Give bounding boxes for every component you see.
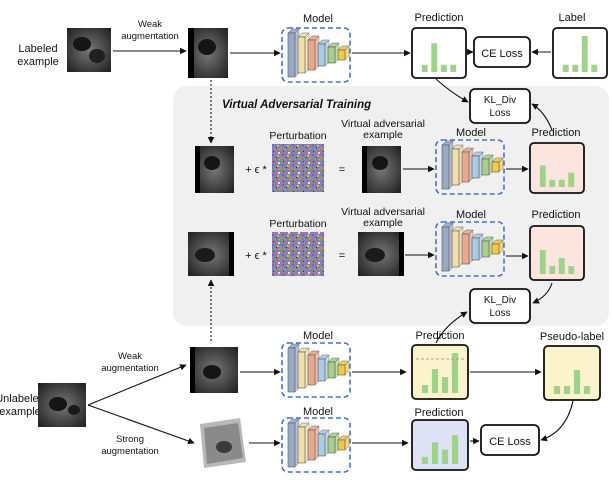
label-box-bar-2 xyxy=(572,64,579,72)
ce-loss-label-bottom: CE Loss xyxy=(489,436,531,448)
plus-epsilon-2: + ϵ * xyxy=(245,250,267,262)
weak-aug-image-top xyxy=(188,28,228,78)
arrow-pred3-to-kl xyxy=(532,282,553,304)
prediction-label-2: Prediction xyxy=(532,127,581,139)
prediction-box-1-bar-4 xyxy=(450,64,457,72)
prediction-label-1: Prediction xyxy=(415,12,464,24)
prediction-box-2 xyxy=(529,142,585,194)
label-title: Label xyxy=(559,12,586,24)
prediction-box-4-bar-4 xyxy=(451,353,459,393)
pseudo-label-box xyxy=(543,345,601,401)
prediction-box-2-bar-4 xyxy=(568,172,575,187)
pseudo-label-box-bar-3 xyxy=(573,370,581,394)
ce-loss-label-top: CE Loss xyxy=(481,48,523,60)
pseudo-label-box-bar-4 xyxy=(583,386,591,394)
vat-image-2 xyxy=(188,232,234,276)
model-label-3: Model xyxy=(456,209,486,221)
prediction-box-5-bar-1 xyxy=(421,456,429,464)
prediction-box-4-bar-1 xyxy=(421,385,429,393)
weak-aug-image-bottom xyxy=(190,347,238,393)
prediction-box-5 xyxy=(411,419,469,471)
vat-title: Virtual Adversarial Training xyxy=(222,99,371,111)
model-box-1 xyxy=(281,27,351,83)
arrow-pred2-to-kl xyxy=(531,103,553,131)
prediction-box-4 xyxy=(411,344,469,400)
prediction-box-5-bar-3 xyxy=(441,449,449,464)
equals-2: = xyxy=(339,250,345,262)
prediction-box-5-bar-2 xyxy=(431,442,439,464)
model-label-5: Model xyxy=(303,406,333,418)
model-label-1: Model xyxy=(303,13,333,25)
perturbation-label-2: Perturbation xyxy=(269,218,326,230)
perturbation-noise-1 xyxy=(272,144,324,192)
pseudo-label-box-bar-2 xyxy=(563,386,571,394)
label-box xyxy=(552,27,608,79)
prediction-box-1-bar-2 xyxy=(431,43,438,72)
arrow-strong-aug xyxy=(87,404,195,445)
strong-aug-image xyxy=(200,418,246,468)
model-label-4: Model xyxy=(303,330,333,342)
prediction-box-2-bar-2 xyxy=(549,179,556,187)
model-box-2 xyxy=(435,139,505,195)
label-box-bar-1 xyxy=(562,64,569,72)
prediction-box-2-bar-1 xyxy=(539,165,546,187)
prediction-box-1-bar-3 xyxy=(440,64,447,72)
prediction-box-3-bar-2 xyxy=(549,266,556,274)
prediction-box-3-bar-4 xyxy=(568,266,575,274)
ce-loss-box-bottom: CE Loss xyxy=(480,424,540,456)
prediction-label-5: Prediction xyxy=(415,407,464,419)
perturbation-noise-2 xyxy=(272,232,324,276)
prediction-box-3-bar-3 xyxy=(558,258,565,274)
arrow-pseudo-to-ce xyxy=(540,400,574,442)
prediction-label-3: Prediction xyxy=(532,209,581,221)
equals-1: = xyxy=(339,164,345,176)
prediction-box-3 xyxy=(529,225,585,281)
perturbation-label-1: Perturbation xyxy=(269,130,326,142)
label-box-bar-3 xyxy=(581,36,588,72)
ce-loss-box-top: CE Loss xyxy=(473,36,531,68)
vae-image-2 xyxy=(358,232,404,276)
model-label-2: Model xyxy=(456,127,486,139)
prediction-box-5-bar-4 xyxy=(451,435,459,464)
plus-epsilon-1: + ϵ * xyxy=(245,164,267,176)
pseudo-label-title: Pseudo-label xyxy=(540,331,604,343)
model-box-4 xyxy=(281,342,351,398)
vae-image-1 xyxy=(362,146,401,193)
unlabeled-image xyxy=(38,383,86,427)
prediction-box-4-bar-2 xyxy=(431,369,439,393)
prediction-box-4-bar-3 xyxy=(441,377,449,393)
vat-image-1 xyxy=(195,146,234,193)
connectors xyxy=(87,47,574,447)
label-box-bar-4 xyxy=(591,64,598,72)
model-box-5 xyxy=(281,417,351,473)
arrow-weak-aug-bottom xyxy=(87,364,187,406)
prediction-box-1 xyxy=(411,27,467,79)
arrow-pred1-to-kl xyxy=(435,78,469,103)
arrow-pred4-to-kl xyxy=(435,311,468,344)
prediction-box-2-bar-3 xyxy=(558,179,565,187)
prediction-box-3-bar-1 xyxy=(539,250,546,274)
pseudo-label-box-bar-1 xyxy=(553,386,561,394)
model-box-3 xyxy=(435,221,505,277)
labeled-image xyxy=(67,28,111,72)
prediction-box-1-bar-1 xyxy=(421,64,428,72)
